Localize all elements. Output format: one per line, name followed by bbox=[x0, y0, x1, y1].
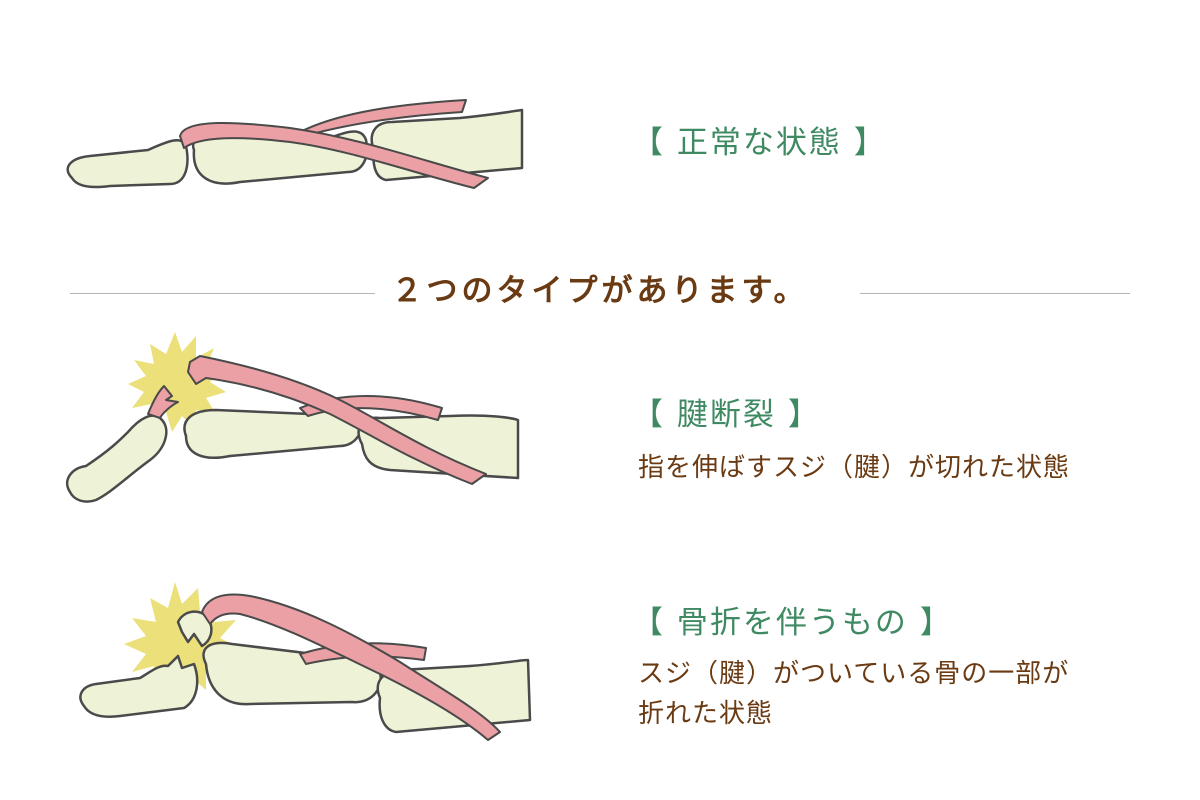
normal-tendon-main bbox=[179, 121, 489, 189]
tendon-rupture-description: 指を伸ばすスジ（腱）が切れた状態 bbox=[638, 453, 1071, 483]
divider-rule-right bbox=[860, 293, 1130, 294]
normal-state-label: 【 正常な状態 】 bbox=[632, 125, 887, 161]
fracture-tendon-main bbox=[201, 593, 501, 741]
fracture-label: 【 骨折を伴うもの 】 bbox=[632, 605, 953, 641]
two-types-heading: ２つのタイプがあります。 bbox=[391, 273, 809, 309]
fracture-description-line1: スジ（腱）がついている骨の一部が bbox=[638, 659, 1070, 689]
rupture-fingertip-bone bbox=[65, 414, 168, 503]
rupture-tendon-main bbox=[187, 355, 487, 485]
tendon-rupture-illustration bbox=[65, 332, 520, 503]
divider-rule-left bbox=[70, 293, 375, 294]
fracture-illustration bbox=[79, 582, 532, 741]
tendon-rupture-label: 【 腱断裂 】 bbox=[632, 397, 821, 433]
normal-finger-illustration bbox=[66, 99, 524, 189]
normal-fingertip-bone bbox=[66, 138, 189, 189]
fracture-fingertip-bone bbox=[79, 654, 199, 718]
fracture-description-line2: 折れた状態 bbox=[638, 699, 774, 729]
normal-tendon-upper bbox=[299, 99, 467, 135]
rupture-tendon-stub bbox=[147, 385, 179, 419]
